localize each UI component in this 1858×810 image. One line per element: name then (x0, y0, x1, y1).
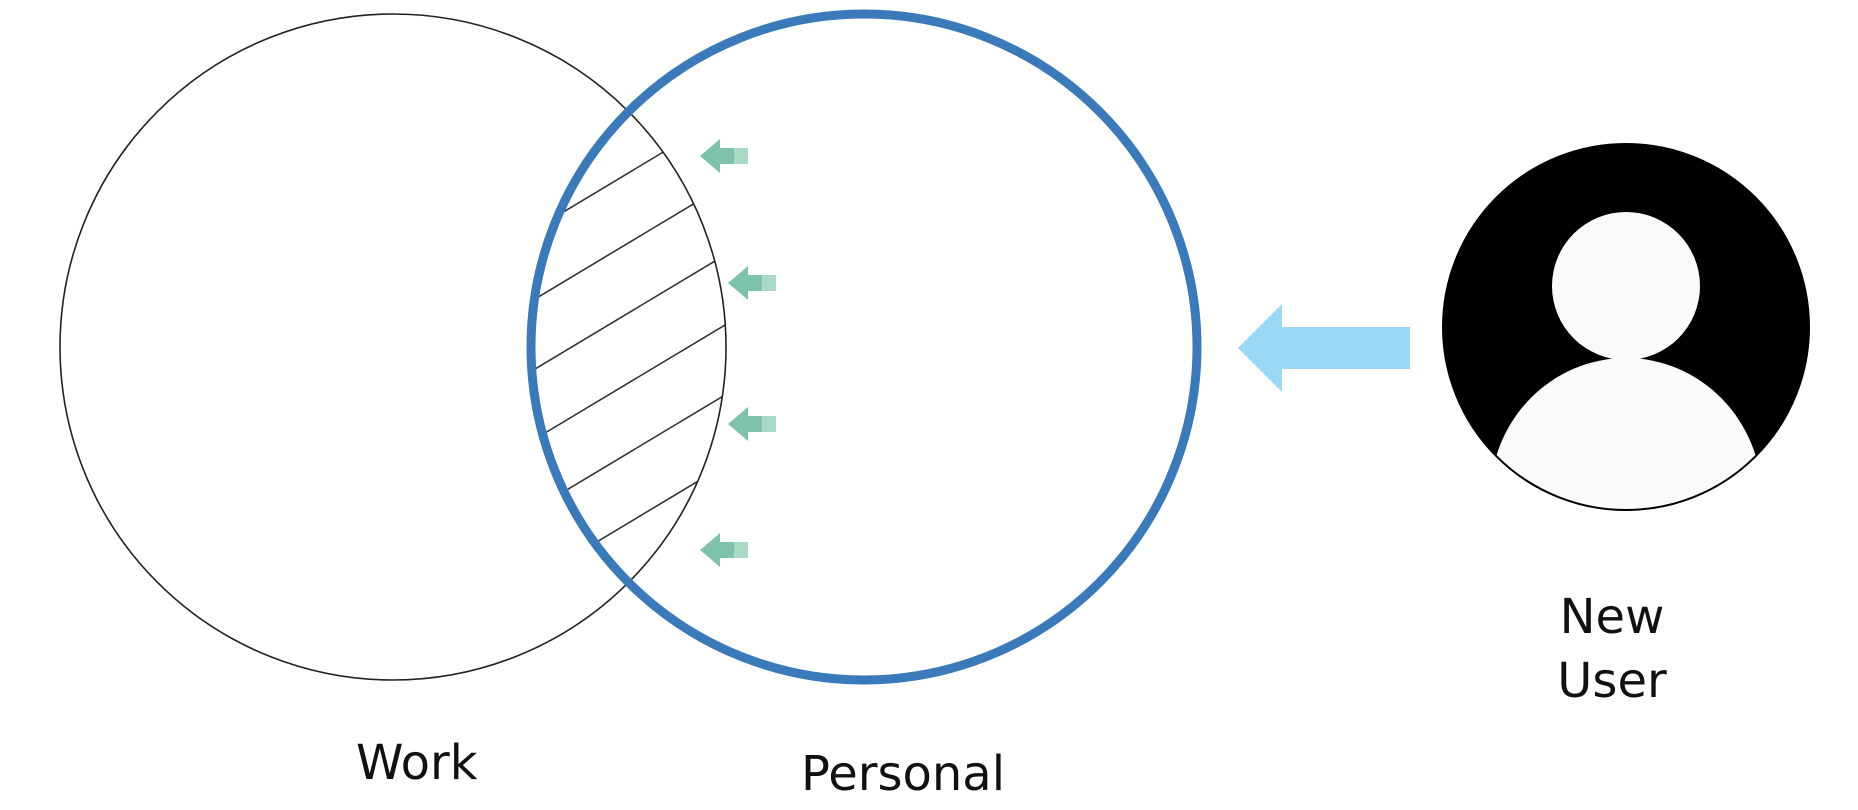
personal-circle (526, 9, 1202, 685)
arrow-left-icon (728, 266, 776, 300)
user-avatar-icon (1442, 143, 1810, 511)
new-user-label-line1: New (1559, 589, 1665, 645)
overlap-hatch (531, 14, 726, 680)
overlap-arrows (700, 139, 776, 567)
work-circle (59, 13, 727, 681)
new-user-label-line2: User (1557, 653, 1667, 709)
user-to-personal-arrow (1238, 304, 1410, 392)
arrow-left-icon (700, 533, 748, 567)
work-label: Work (356, 735, 478, 791)
new-user-label: New User (1552, 585, 1672, 713)
arrow-left-icon (728, 407, 776, 441)
personal-label: Personal (801, 746, 1006, 802)
arrow-left-icon (700, 139, 748, 173)
